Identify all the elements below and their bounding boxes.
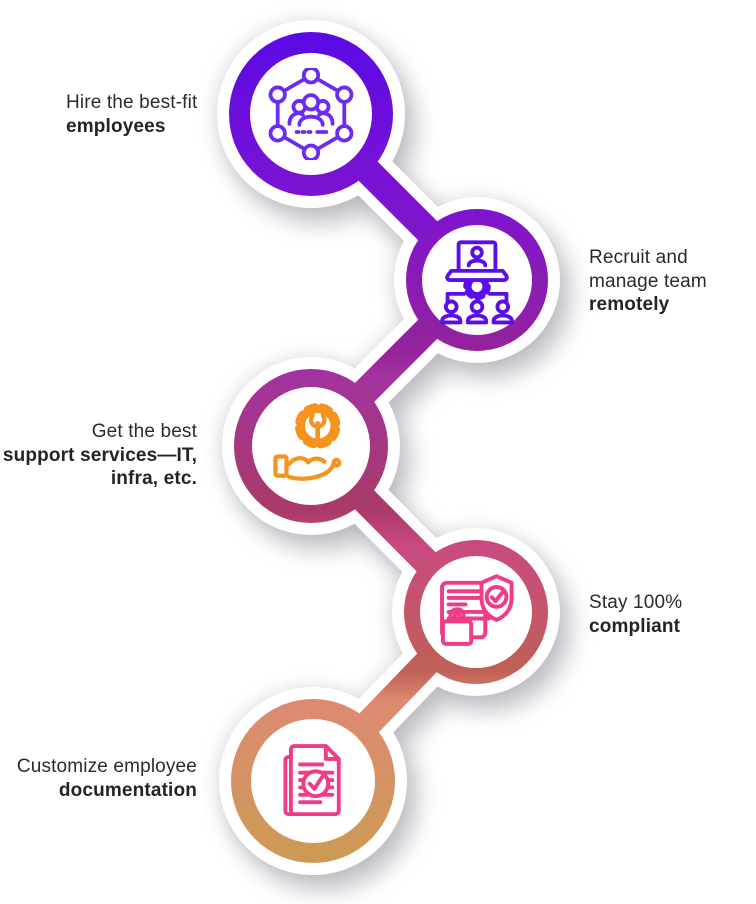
step-1-line-2: employees [66,115,166,137]
step-2-line-3: remotely [589,294,670,315]
step-4-line-1: Stay 100% [589,592,683,613]
document-check-icon [283,744,341,817]
step-3-line-3: infra, etc. [110,468,197,489]
step-4-line-2: compliant [589,615,681,637]
step-3-line-2: support services—IT, [2,444,197,466]
compliance-shield-lock-icon [440,574,514,646]
step-5-line-1: Customize employee [16,756,197,777]
step-5-label: Customize employee documentation [17,755,197,802]
step-1-label: Hire the best-fit employees [66,91,197,138]
support-gear-hand-icon [273,403,342,481]
step-3-line-1: Get the best [91,421,197,442]
step-3-label: Get the best support services—IT, infra,… [3,420,197,491]
step-4-label: Stay 100% compliant [589,591,682,638]
step-1-line-1: Hire the best-fit [66,92,198,113]
team-network-icon [268,68,354,160]
step-2-label: Recruit and manage team remotely [589,246,707,317]
remote-management-icon [440,240,514,325]
step-5-line-2: documentation [58,779,197,801]
step-1-circle [229,32,393,196]
step-2-line-2: manage team [589,270,707,292]
step-2-line-1: Recruit and [589,247,688,268]
